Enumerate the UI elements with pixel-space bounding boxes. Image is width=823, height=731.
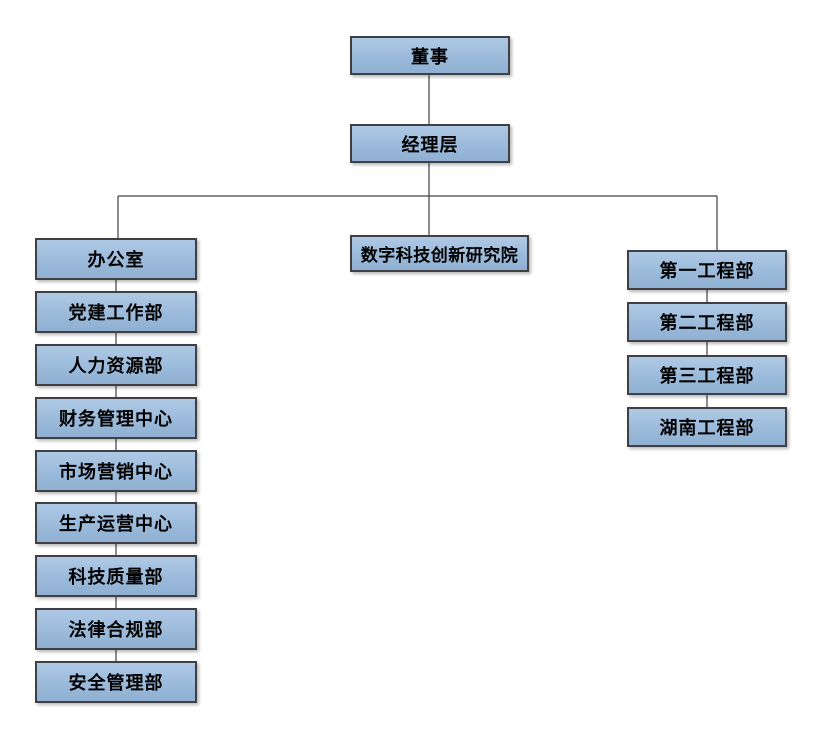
org-node-left-2: 人力资源部: [35, 344, 197, 386]
org-node-right-1: 第二工程部: [627, 302, 787, 342]
org-node-left-6: 科技质量部: [35, 555, 197, 597]
org-node-root: 董事: [350, 36, 510, 75]
org-node-management: 经理层: [350, 124, 510, 163]
org-node-right-3: 湖南工程部: [627, 407, 787, 447]
org-node-left-7: 法律合规部: [35, 608, 197, 650]
org-node-right-0: 第一工程部: [627, 250, 787, 290]
org-node-left-0: 办公室: [35, 238, 197, 280]
org-node-left-5: 生产运营中心: [35, 502, 197, 544]
org-node-left-1: 党建工作部: [35, 291, 197, 333]
org-node-left-3: 财务管理中心: [35, 397, 197, 439]
org-node-center-institute: 数字科技创新研究院: [350, 235, 529, 272]
org-node-right-2: 第三工程部: [627, 355, 787, 395]
org-node-left-8: 安全管理部: [35, 661, 197, 703]
org-node-left-4: 市场营销中心: [35, 450, 197, 492]
